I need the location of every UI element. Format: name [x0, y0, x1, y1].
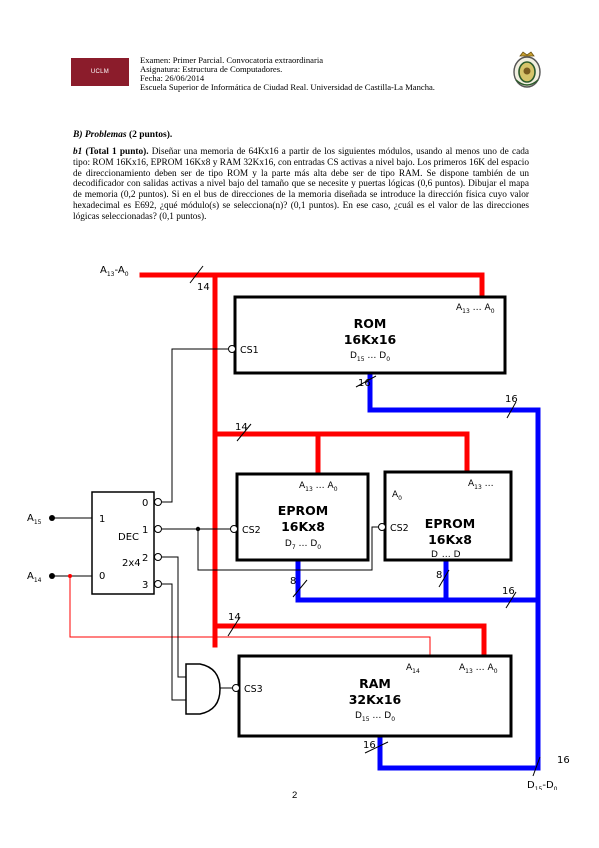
data-output-label: D15-D0 — [527, 780, 558, 790]
address-bus — [69, 272, 487, 660]
rom-address-pins: A13 … A0 — [456, 303, 495, 315]
header-line-date: Fecha: 26/06/2014 — [140, 73, 205, 83]
decoder-output-3: 3 — [142, 580, 148, 591]
decoder-input-1: 1 — [99, 514, 105, 525]
rom-data-pins: D15 … D0 — [350, 351, 390, 363]
decoder-output-1: 1 — [142, 525, 148, 536]
decoder-output-0: 0 — [142, 498, 148, 509]
header-line-school: Escuela Superior de Informática de Ciuda… — [140, 82, 435, 92]
ram-module: RAM 32Kx16 D15 … D0 A13 … A0 A14 CS3 — [232, 654, 513, 738]
bus-width-label: 14 — [197, 282, 210, 293]
eprom1-module: EPROM 16Kx8 D7 … D0 A13 … A0 CS2 — [230, 472, 370, 562]
eprom1-address-pins: A13 … A0 — [299, 481, 338, 493]
eprom2-cs-label: CS2 — [390, 523, 409, 534]
decoder-name: DEC — [118, 532, 139, 543]
bus-width-label: 8 — [436, 570, 442, 581]
data-bus — [295, 372, 541, 771]
rom-cs-label: CS1 — [240, 345, 259, 356]
section-title-label: B) Problemas — [73, 130, 127, 140]
ram-a14-pin: A14 — [406, 663, 420, 675]
eprom2-size: 16Kx8 — [428, 532, 472, 547]
bus-width-slashes — [189, 265, 541, 777]
bus-width-label: 16 — [502, 586, 515, 597]
bus-width-label: 8 — [290, 576, 296, 587]
ram-name: RAM — [359, 676, 391, 691]
decoder-input-0: 0 — [99, 571, 105, 582]
header-line-subject: Asignatura: Estructura de Computadores. — [140, 64, 283, 74]
bus-width-label: 16 — [557, 755, 570, 766]
school-crest-icon — [513, 51, 541, 88]
rom-name: ROM — [354, 316, 387, 331]
problem-statement: b1 (Total 1 punto). Diseñar una memoria … — [73, 147, 529, 223]
eprom1-cs-label: CS2 — [242, 525, 261, 536]
memory-circuit-diagram: 14 14 14 16 16 8 8 16 16 16 A13-A0 ROM 1… — [27, 265, 570, 790]
bus-width-label: 16 — [363, 740, 376, 751]
bus-width-label: 16 — [505, 394, 518, 405]
problem-points: (Total 1 punto). — [85, 147, 149, 157]
eprom1-size: 16Kx8 — [281, 519, 325, 534]
ram-cs-label: CS3 — [244, 684, 263, 695]
input-a14-label: A14 — [27, 571, 42, 584]
bus-width-label: 14 — [228, 612, 241, 623]
decoder-type: 2x4 — [122, 558, 141, 569]
eprom2-name: EPROM — [425, 516, 475, 531]
university-logo: UCLM — [71, 58, 129, 86]
section-title-points: (2 puntos). — [128, 130, 173, 140]
eprom2-data-pins: D … D — [431, 550, 461, 560]
bus-width-label: 14 — [235, 422, 248, 433]
ram-data-pins: D15 … D0 — [355, 711, 395, 723]
ram-size: 32Kx16 — [349, 692, 402, 707]
address-bus-label: A13-A0 — [100, 265, 129, 278]
decoder-2x4: DEC 2x4 1 0 0 1 2 3 — [91, 491, 162, 595]
ram-address-pins: A13 … A0 — [459, 663, 498, 675]
eprom2-module: EPROM 16Kx8 D … D A13 … A0 CS2 — [378, 470, 513, 562]
page-number: 2 — [292, 790, 298, 801]
eprom2-address-pins: A13 … — [468, 479, 494, 491]
junction-dot — [195, 526, 201, 532]
eprom2-a0-pin: A0 — [392, 490, 402, 502]
problem-label: b1 — [73, 147, 83, 157]
input-a15-label: A15 — [27, 513, 42, 526]
eprom1-data-pins: D7 … D0 — [285, 539, 321, 551]
decoder-output-2: 2 — [142, 553, 148, 564]
bus-width-label: 16 — [358, 378, 371, 389]
rom-module: ROM 16Kx16 D15 … D0 A13 … A0 CS1 — [228, 295, 507, 375]
section-title: B) Problemas (2 puntos). — [73, 130, 172, 140]
and-gate — [185, 663, 221, 715]
rom-size: 16Kx16 — [344, 332, 397, 347]
problem-body: Diseñar una memoria de 64Kx16 a partir d… — [73, 147, 529, 222]
control-wires — [162, 348, 378, 701]
eprom1-name: EPROM — [278, 503, 328, 518]
exam-header: Examen: Primer Parcial. Convocatoria ext… — [140, 56, 435, 92]
header-line-exam: Examen: Primer Parcial. Convocatoria ext… — [140, 55, 324, 65]
